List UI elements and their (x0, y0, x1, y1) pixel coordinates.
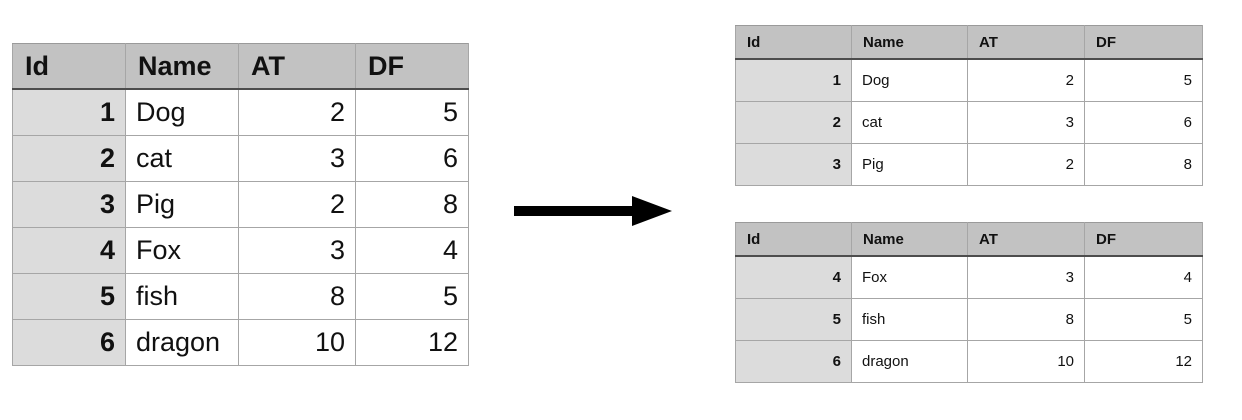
cell-df: 6 (355, 134, 469, 182)
cell-df: 8 (355, 180, 469, 228)
cell-df: 5 (355, 88, 469, 136)
result-table-2-grid: Id Name AT DF 4 Fox 3 4 5 fish 8 5 6 dra… (735, 222, 1203, 383)
cell-id: 6 (735, 339, 852, 383)
cell-id: 5 (735, 297, 852, 341)
cell-name: Dog (125, 88, 239, 136)
result-header-name: Name (851, 222, 968, 257)
cell-id: 3 (735, 142, 852, 186)
cell-name: Fox (851, 255, 968, 299)
cell-name: Pig (851, 142, 968, 186)
cell-at: 8 (967, 297, 1085, 341)
source-header-id: Id (12, 43, 126, 90)
table-row: 3 Pig 2 8 (12, 180, 469, 228)
result-table-2-body: 4 Fox 3 4 5 fish 8 5 6 dragon 10 12 (735, 255, 1203, 383)
cell-id: 4 (12, 226, 126, 274)
cell-name: cat (125, 134, 239, 182)
cell-id: 6 (12, 318, 126, 366)
table-row: 2 cat 3 6 (12, 134, 469, 182)
cell-df: 12 (355, 318, 469, 366)
cell-at: 8 (238, 272, 356, 320)
cell-at: 2 (238, 180, 356, 228)
source-header-at: AT (238, 43, 356, 90)
cell-at: 2 (967, 58, 1085, 102)
cell-at: 10 (238, 318, 356, 366)
table-row: 5 fish 8 5 (735, 297, 1203, 341)
cell-id: 1 (12, 88, 126, 136)
result-table-1: Id Name AT DF 1 Dog 2 5 2 cat 3 6 3 Pig (735, 25, 1203, 186)
cell-at: 10 (967, 339, 1085, 383)
cell-df: 8 (1084, 142, 1203, 186)
result-header-row: Id Name AT DF (735, 25, 1203, 60)
table-row: 4 Fox 3 4 (12, 226, 469, 274)
result-table-1-body: 1 Dog 2 5 2 cat 3 6 3 Pig 2 8 (735, 58, 1203, 186)
arrow-right-icon (514, 196, 672, 226)
cell-id: 3 (12, 180, 126, 228)
cell-name: Dog (851, 58, 968, 102)
table-row: 6 dragon 10 12 (12, 318, 469, 366)
cell-name: dragon (851, 339, 968, 383)
source-table-body: 1 Dog 2 5 2 cat 3 6 3 Pig 2 8 4 Fox 3 (12, 88, 469, 366)
table-row: 2 cat 3 6 (735, 100, 1203, 144)
cell-at: 2 (238, 88, 356, 136)
result-header-name: Name (851, 25, 968, 60)
cell-name: dragon (125, 318, 239, 366)
cell-at: 3 (967, 100, 1085, 144)
source-header-df: DF (355, 43, 469, 90)
result-table-1-head: Id Name AT DF (735, 25, 1203, 60)
cell-df: 6 (1084, 100, 1203, 144)
result-header-row: Id Name AT DF (735, 222, 1203, 257)
cell-id: 5 (12, 272, 126, 320)
cell-id: 2 (735, 100, 852, 144)
source-table-grid: Id Name AT DF 1 Dog 2 5 2 cat 3 6 3 Pig (12, 43, 469, 366)
cell-id: 2 (12, 134, 126, 182)
cell-at: 3 (238, 134, 356, 182)
cell-name: cat (851, 100, 968, 144)
cell-name: Pig (125, 180, 239, 228)
table-row: 6 dragon 10 12 (735, 339, 1203, 383)
source-header-row: Id Name AT DF (12, 43, 469, 90)
result-header-df: DF (1084, 222, 1203, 257)
table-row: 4 Fox 3 4 (735, 255, 1203, 299)
cell-name: Fox (125, 226, 239, 274)
cell-df: 4 (355, 226, 469, 274)
result-header-df: DF (1084, 25, 1203, 60)
cell-df: 5 (1084, 58, 1203, 102)
result-table-1-grid: Id Name AT DF 1 Dog 2 5 2 cat 3 6 3 Pig (735, 25, 1203, 186)
result-table-2: Id Name AT DF 4 Fox 3 4 5 fish 8 5 6 dra… (735, 222, 1203, 383)
cell-df: 4 (1084, 255, 1203, 299)
cell-at: 3 (967, 255, 1085, 299)
cell-name: fish (851, 297, 968, 341)
table-row: 5 fish 8 5 (12, 272, 469, 320)
table-row: 1 Dog 2 5 (12, 88, 469, 136)
cell-id: 4 (735, 255, 852, 299)
result-header-id: Id (735, 222, 852, 257)
cell-name: fish (125, 272, 239, 320)
cell-at: 3 (238, 226, 356, 274)
cell-df: 5 (1084, 297, 1203, 341)
source-table-head: Id Name AT DF (12, 43, 469, 90)
result-header-at: AT (967, 25, 1085, 60)
cell-at: 2 (967, 142, 1085, 186)
result-header-at: AT (967, 222, 1085, 257)
result-table-2-head: Id Name AT DF (735, 222, 1203, 257)
cell-df: 12 (1084, 339, 1203, 383)
cell-id: 1 (735, 58, 852, 102)
table-row: 1 Dog 2 5 (735, 58, 1203, 102)
source-table: Id Name AT DF 1 Dog 2 5 2 cat 3 6 3 Pig (12, 43, 469, 366)
source-header-name: Name (125, 43, 239, 90)
cell-df: 5 (355, 272, 469, 320)
table-row: 3 Pig 2 8 (735, 142, 1203, 186)
result-header-id: Id (735, 25, 852, 60)
